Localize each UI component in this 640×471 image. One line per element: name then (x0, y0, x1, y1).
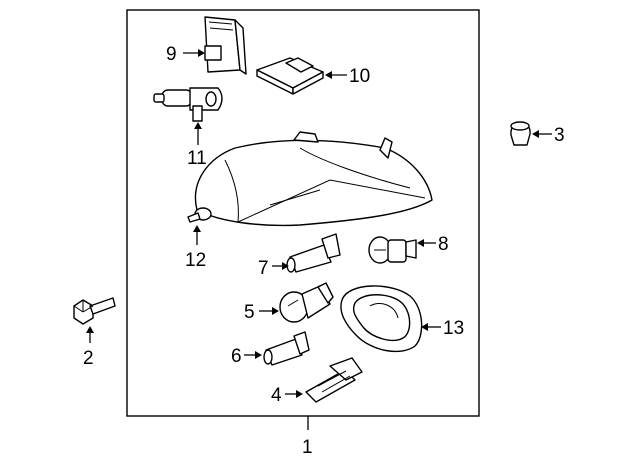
headlamp-housing (194, 131, 433, 227)
callout-4: 4 (271, 385, 282, 406)
callout-2: 2 (83, 348, 94, 369)
callout-12: 12 (185, 250, 206, 271)
part-3-cap[interactable] (510, 121, 531, 146)
part-6-wedge-bulb[interactable] (263, 331, 310, 366)
part-5-bayonet-bulb[interactable] (279, 282, 334, 323)
part-13-gasket[interactable] (340, 285, 423, 353)
callout-10: 10 (349, 66, 370, 87)
part-12-adjuster-screw[interactable] (187, 207, 212, 223)
callout-6: 6 (231, 346, 242, 367)
part-4-socket[interactable] (305, 357, 363, 403)
part-2-bolt[interactable] (73, 297, 116, 325)
callout-13: 13 (443, 318, 464, 339)
callout-1: 1 (302, 437, 313, 458)
callout-8: 8 (438, 234, 449, 255)
part-11-leveling-motor[interactable] (153, 87, 223, 122)
callout-7: 7 (258, 258, 269, 279)
callout-5: 5 (244, 302, 255, 323)
callout-labels: 9 10 11 12 3 8 7 5 6 4 13 2 1 (83, 44, 565, 458)
callout-11: 11 (187, 148, 207, 169)
part-10-bracket[interactable] (256, 57, 324, 95)
part-9-control-module[interactable] (204, 16, 247, 75)
assembly-frame (126, 9, 480, 417)
part-8-bulb[interactable] (368, 236, 417, 264)
callout-3: 3 (554, 125, 565, 146)
callout-9: 9 (166, 44, 177, 65)
leader-lines (86, 49, 552, 430)
part-7-wedge-bulb[interactable] (286, 233, 341, 273)
